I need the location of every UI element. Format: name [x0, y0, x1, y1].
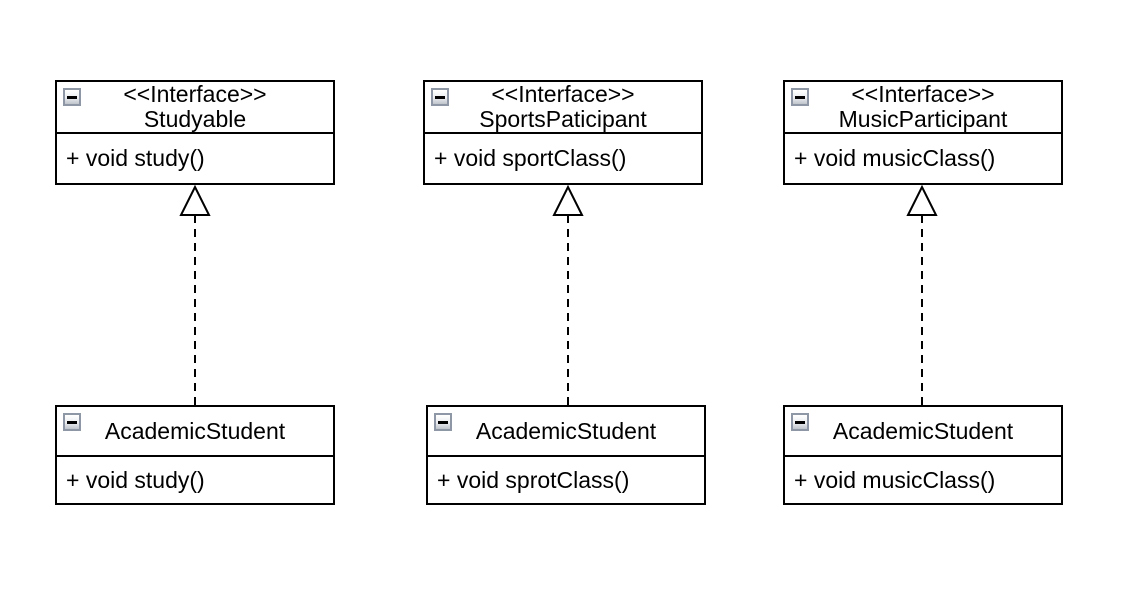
operations-compartment: + void sportClass() — [425, 134, 701, 183]
operation-label: + void study() — [66, 145, 205, 171]
class-box-academicstudent-2[interactable]: AcademicStudent + void sprotClass() — [426, 405, 706, 505]
operation-label: + void musicClass() — [794, 466, 996, 493]
operation-label: + void sprotClass() — [437, 466, 630, 493]
minus-glyph — [67, 95, 77, 99]
collapse-icon[interactable] — [434, 413, 452, 431]
operations-compartment: + void musicClass() — [785, 457, 1061, 503]
stereotype-label: <<Interface>> — [123, 81, 267, 107]
class-box-academicstudent-1[interactable]: AcademicStudent + void study() — [55, 405, 335, 505]
operation-label: + void sportClass() — [434, 145, 627, 171]
interface-name: SportsPaticipant — [479, 106, 647, 132]
collapse-icon[interactable] — [63, 413, 81, 431]
title-compartment: AcademicStudent — [57, 407, 333, 457]
title-compartment: <<Interface>> SportsPaticipant — [425, 82, 701, 134]
class-name: AcademicStudent — [475, 417, 657, 444]
hollow-triangle-arrowhead — [906, 184, 938, 216]
minus-glyph — [438, 420, 448, 424]
minus-glyph — [795, 95, 805, 99]
title-compartment: AcademicStudent — [428, 407, 704, 457]
title-compartment: AcademicStudent — [785, 407, 1061, 457]
operations-compartment: + void musicClass() — [785, 134, 1061, 183]
minus-glyph — [67, 420, 77, 424]
interface-box-studyable[interactable]: <<Interface>> Studyable + void study() — [55, 80, 335, 185]
collapse-icon[interactable] — [791, 88, 809, 106]
minus-glyph — [795, 420, 805, 424]
realization-connector-musicparticipant[interactable] — [906, 184, 938, 405]
stereotype-label: <<Interface>> — [851, 81, 995, 107]
interface-name: MusicParticipant — [838, 106, 1008, 132]
realization-connector-sportspaticipant[interactable] — [552, 184, 584, 405]
class-name: AcademicStudent — [832, 417, 1014, 444]
collapse-icon[interactable] — [791, 413, 809, 431]
operations-compartment: + void study() — [57, 134, 333, 183]
title-compartment: <<Interface>> MusicParticipant — [785, 82, 1061, 134]
interface-box-sportspaticipant[interactable]: <<Interface>> SportsPaticipant + void sp… — [423, 80, 703, 185]
class-name: AcademicStudent — [104, 417, 286, 444]
interface-box-musicparticipant[interactable]: <<Interface>> MusicParticipant + void mu… — [783, 80, 1063, 185]
title-compartment: <<Interface>> Studyable — [57, 82, 333, 134]
collapse-icon[interactable] — [431, 88, 449, 106]
operations-compartment: + void study() — [57, 457, 333, 503]
stereotype-label: <<Interface>> — [491, 81, 635, 107]
class-box-academicstudent-3[interactable]: AcademicStudent + void musicClass() — [783, 405, 1063, 505]
hollow-triangle-arrowhead — [179, 184, 211, 216]
operation-label: + void musicClass() — [794, 145, 996, 171]
interface-name: Studyable — [143, 106, 247, 132]
operation-label: + void study() — [66, 466, 205, 493]
operations-compartment: + void sprotClass() — [428, 457, 704, 503]
realization-connector-studyable[interactable] — [179, 184, 211, 405]
hollow-triangle-arrowhead — [552, 184, 584, 216]
collapse-icon[interactable] — [63, 88, 81, 106]
minus-glyph — [435, 95, 445, 99]
